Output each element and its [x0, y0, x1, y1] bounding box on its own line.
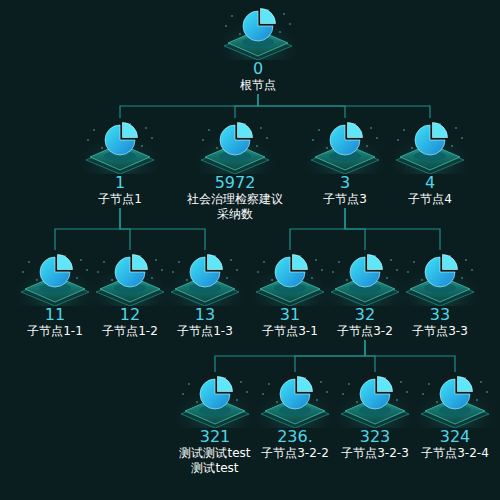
tree-node: 0根节点: [218, 4, 298, 93]
node-label: 子节点3-2-4: [421, 446, 489, 461]
tree-connector: [120, 94, 258, 118]
tree-node: 12子节点1-2: [90, 250, 170, 339]
node-label: 子节点3-2-3: [341, 446, 409, 461]
node-label: 子节点3-2: [337, 324, 393, 339]
pie-icon: [400, 250, 480, 306]
node-value: 33: [430, 306, 450, 324]
node-value: 324: [440, 428, 471, 446]
pie-icon: [325, 250, 405, 306]
tree-connector: [345, 208, 440, 250]
node-label: 子节点1-3: [177, 324, 233, 339]
tree-connector: [55, 208, 120, 250]
node-value: 321: [200, 428, 231, 446]
tree-connector: [365, 340, 455, 372]
node-value: 0: [253, 60, 263, 78]
tree-node: 323子节点3-2-3: [335, 372, 415, 461]
node-value: 12: [120, 306, 140, 324]
tree-connector: [235, 94, 258, 118]
node-value: 5972: [215, 174, 256, 192]
tree-node: 31子节点3-1: [250, 250, 330, 339]
pie-icon: [255, 372, 335, 428]
pie-icon: [305, 118, 385, 174]
tree-connector: [290, 208, 345, 250]
node-label: 根节点: [240, 78, 276, 93]
tree-node: 324子节点3-2-4: [415, 372, 495, 461]
pie-icon: [15, 250, 95, 306]
pie-icon: [335, 372, 415, 428]
tree-connector: [295, 340, 365, 372]
pie-icon: [165, 250, 245, 306]
tree-node: 33子节点3-3: [400, 250, 480, 339]
node-label: 社会治理检察建议采纳数: [185, 192, 285, 222]
node-value: 236.: [277, 428, 313, 446]
node-label: 子节点3-1: [262, 324, 318, 339]
tree-node: 11子节点1-1: [15, 250, 95, 339]
pie-icon: [175, 372, 255, 428]
tree-connector: [120, 208, 205, 250]
node-value: 4: [425, 174, 435, 192]
node-value: 323: [360, 428, 391, 446]
node-value: 3: [340, 174, 350, 192]
node-label: 测试测试test测试test: [177, 446, 253, 476]
tree-connector: [215, 340, 365, 372]
pie-icon: [415, 372, 495, 428]
tree-node: 13子节点1-3: [165, 250, 245, 339]
pie-icon: [195, 118, 275, 174]
tree-node: 236.子节点3-2-2: [255, 372, 335, 461]
pie-icon: [390, 118, 470, 174]
node-label: 子节点1: [98, 192, 142, 207]
node-value: 13: [195, 306, 215, 324]
tree-node: 5972社会治理检察建议采纳数: [185, 118, 285, 222]
pie-icon: [90, 250, 170, 306]
pie-icon: [218, 4, 298, 60]
tree-node: 321测试测试test测试test: [175, 372, 255, 476]
tree-node: 1子节点1: [80, 118, 160, 207]
node-label: 子节点1-1: [27, 324, 83, 339]
tree-node: 4子节点4: [390, 118, 470, 207]
node-value: 32: [355, 306, 375, 324]
tree-node: 3子节点3: [305, 118, 385, 207]
tree-node: 32子节点3-2: [325, 250, 405, 339]
node-label: 子节点3-3: [412, 324, 468, 339]
tree-connector: [258, 94, 430, 118]
pie-icon: [80, 118, 160, 174]
node-value: 1: [115, 174, 125, 192]
node-label: 子节点1-2: [102, 324, 158, 339]
node-label: 子节点3: [323, 192, 367, 207]
node-value: 11: [45, 306, 65, 324]
node-label: 子节点4: [408, 192, 452, 207]
node-value: 31: [280, 306, 300, 324]
node-label: 子节点3-2-2: [261, 446, 329, 461]
pie-icon: [250, 250, 330, 306]
